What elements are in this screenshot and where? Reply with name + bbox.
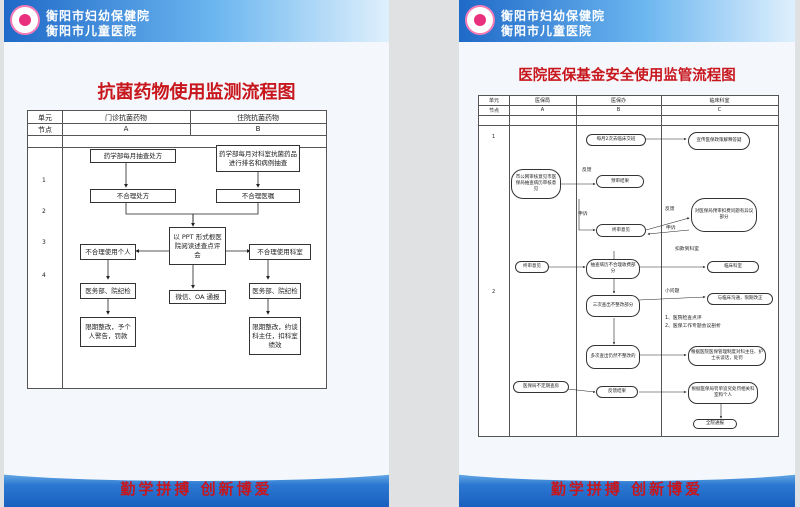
col-b-node: B: [616, 107, 621, 113]
label-feedback: 反馈: [582, 168, 592, 173]
col-b-header: 住院抗菌药物: [237, 114, 279, 122]
row-number: 2: [492, 289, 496, 295]
flow-box-b1: 药学部每月对科室抗菌药品进行排名和病例抽查: [216, 145, 300, 172]
col-a-node: A: [540, 107, 545, 113]
col-node-header: 节点: [488, 108, 499, 114]
flow-box-c7: 根据医保局罚单追究处罚相关科室和个人: [688, 382, 758, 404]
label-appeal: 申诉: [666, 226, 676, 231]
col-a-node: A: [123, 125, 129, 133]
footer-slogan: 勤学拼搏 创新博爱: [120, 480, 273, 498]
flow-box-a4: 医务部、院纪检: [80, 283, 136, 299]
right-flow-table: 单元 医保局 医保办 临床科室 节点 A B C 1 2: [478, 95, 779, 437]
flow-box-b1: 每月2次去临床交班: [586, 134, 646, 146]
flow-box-b4: 抽查病历不合理收费部分: [586, 259, 640, 279]
flow-box-wechat: 微信、OA 通报: [169, 290, 226, 304]
col-node-header: 节点: [38, 126, 52, 134]
flow-box-c1: 宣传医保政策解释答疑: [688, 132, 750, 150]
label-deduction: 扣款到科室: [675, 247, 699, 252]
hospital-name-1: 衡阳市妇幼保健院: [501, 9, 606, 23]
col-b-header: 医保办: [610, 98, 626, 104]
left-flow-table: 单元 门诊抗菌药物 住院抗菌药物 节点 A B 1 2 3 4: [27, 110, 327, 389]
flow-box-c3: 临床科室: [707, 261, 759, 273]
flow-box-b6: 多次查出仍然不整改的: [586, 345, 640, 369]
col-a-header: 门诊抗菌药物: [105, 114, 147, 122]
hospital-name-2: 衡阳市儿童医院: [46, 24, 138, 38]
right-poster-title: 医院医保基金安全使用监管流程图: [518, 68, 736, 84]
hospital-name-2: 衡阳市儿童医院: [501, 24, 593, 38]
flow-box-b7: 反馈结果: [596, 386, 638, 398]
left-poster: 衡阳市妇幼保健院 衡阳市儿童医院 抗菌药物使用监测流程图 单元 门诊抗菌药物 住…: [4, 0, 389, 507]
right-flow-connectors: [548, 137, 723, 419]
label-minor-issue: 小问题: [665, 289, 680, 294]
col-unit-header: 单元: [38, 114, 52, 122]
flow-box-c6: 根据医院医保管理制度对科主任、护士长谈话，处罚: [688, 346, 766, 366]
label-review: 1、医院检查点评: [665, 316, 702, 321]
row-number: 1: [42, 177, 46, 184]
footer-banner: 勤学拼搏 创新博爱: [4, 453, 389, 507]
flow-box-c4: 与临床沟通，限期改正: [707, 293, 773, 305]
flow-box-a5: 限期整改，予个人警告，罚款: [80, 317, 136, 347]
flow-box-b2: 不合理医嘱: [216, 189, 300, 203]
flow-box-a3: 不合理使用个人: [80, 244, 136, 260]
label-meeting: 2、医保工作专题会议剖析: [665, 324, 721, 329]
row-number: 2: [42, 208, 46, 215]
flow-box-b5: 三次查出不整改部分: [586, 295, 640, 317]
flow-box-b2: 预审结果: [596, 175, 644, 188]
header-banner: 衡阳市妇幼保健院 衡阳市儿童医院: [459, 0, 795, 42]
flow-box-a3: 医保局不定期查房: [513, 381, 569, 393]
right-poster: 衡阳市妇幼保健院 衡阳市儿童医院 医院医保基金安全使用监管流程图 单元 医保局 …: [459, 0, 795, 507]
flow-box-c8: 全院通报: [693, 419, 737, 429]
flow-box-a1: 市公网审核意见市医保局抽查病历审核意见: [511, 169, 561, 199]
flow-box-b5: 限期整改，约谈科主任，扣科室绩效: [249, 317, 301, 355]
flow-box-b4: 医务部、院纪检: [249, 283, 301, 299]
flow-box-center: 以 PPT 形式根医院阅读述查点评会: [169, 227, 226, 265]
col-unit-header: 单元: [488, 98, 499, 104]
row-number: 4: [42, 272, 46, 279]
hospital-logo: [465, 5, 495, 35]
left-poster-title: 抗菌药物使用监测流程图: [97, 82, 296, 103]
row-number: 1: [492, 134, 496, 140]
header-banner: 衡阳市妇幼保健院 衡阳市儿童医院: [4, 0, 389, 42]
flow-box-a1: 药学部每月抽查处方: [90, 149, 176, 163]
label-feedback: 反馈: [665, 207, 675, 212]
hospital-logo: [10, 5, 40, 35]
flow-box-c2: 对医保局预审扣费问题有异议部分: [691, 198, 757, 232]
flow-box-b3: 不合理使用科室: [249, 244, 311, 260]
footer-banner: 勤学拼搏 创新博爱: [459, 453, 795, 507]
flow-box-a2: 不合理处方: [90, 189, 176, 203]
col-b-node: B: [255, 125, 261, 133]
hospital-name-1: 衡阳市妇幼保健院: [46, 9, 151, 23]
col-c-node: C: [717, 107, 722, 113]
label-appeal: 申诉: [578, 212, 588, 217]
flow-box-a2: 终审意见: [515, 261, 549, 273]
flow-box-b3: 终审意见: [596, 224, 646, 237]
col-a-header: 医保局: [534, 98, 550, 104]
row-number: 3: [42, 239, 46, 246]
col-c-header: 临床科室: [709, 98, 730, 104]
footer-slogan: 勤学拼搏 创新博爱: [550, 480, 704, 498]
